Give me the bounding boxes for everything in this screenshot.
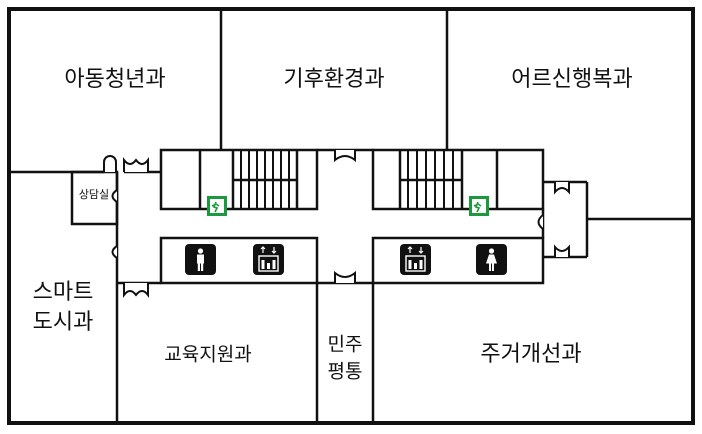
stair-block-right <box>371 148 545 211</box>
doors <box>103 150 570 298</box>
room-education: 교육지원과 <box>164 344 251 366</box>
room-smart-line2: 도시과 <box>33 310 94 335</box>
mens-restroom-icon <box>185 244 216 275</box>
room-minju-line1: 민주 <box>328 334 363 356</box>
room-senior: 어르신행복과 <box>511 67 632 92</box>
restroom-block-right <box>371 236 545 285</box>
room-minju-line2: 평통 <box>328 361 363 383</box>
room-counsel: 상담실 <box>79 188 109 201</box>
room-climate: 기후환경과 <box>283 67 384 92</box>
womens-restroom-icon <box>476 244 507 275</box>
exit-sign-icon <box>207 196 227 216</box>
exit-sign-icon <box>469 196 489 216</box>
restroom-block-left <box>159 236 319 285</box>
elevator-icon <box>400 244 431 275</box>
outer-wall <box>7 7 695 425</box>
stair-block-left <box>159 148 319 211</box>
room-smart-line1: 스마트 <box>33 280 94 305</box>
room-youth: 아동청년과 <box>64 67 165 92</box>
room-housing: 주거개선과 <box>480 342 581 367</box>
elevator-icon <box>253 244 284 275</box>
